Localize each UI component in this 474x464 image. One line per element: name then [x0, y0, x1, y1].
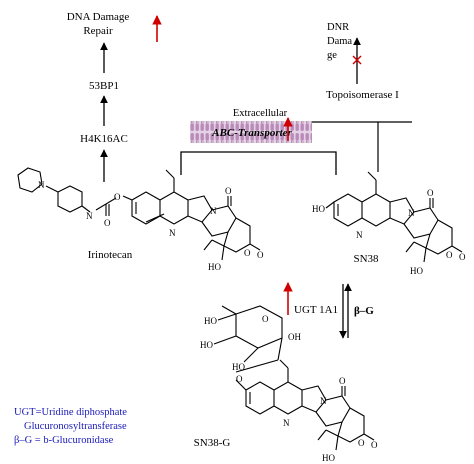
- svg-text:N: N: [283, 418, 290, 428]
- svg-text:N: N: [38, 180, 45, 190]
- ugt-label: UGT 1A1: [294, 304, 338, 316]
- svg-text:N: N: [408, 208, 415, 218]
- svg-text:O: O: [427, 188, 434, 198]
- svg-text:N: N: [320, 396, 327, 406]
- svg-text:O: O: [339, 376, 346, 386]
- extracellular-label: Extracellular: [233, 108, 288, 119]
- svg-text:HO: HO: [204, 316, 217, 326]
- sn38-structure: HO N N O O O HO: [312, 171, 466, 276]
- svg-text:O: O: [244, 248, 251, 258]
- legend-line-beta-g: β–G = b-Glucuronidase: [14, 435, 114, 446]
- dnr-damage-label: DNR Dama ge: [327, 22, 352, 61]
- svg-text:N: N: [86, 211, 93, 221]
- svg-text:HO: HO: [208, 262, 221, 272]
- svg-text:HO: HO: [410, 266, 423, 276]
- dama-text: Dama: [327, 36, 352, 47]
- irinotecan-structure: N N O O N N O O O: [17, 167, 264, 272]
- legend: UGT=Uridine diphosphate Glucuronosyltran…: [14, 407, 127, 446]
- svg-text:N: N: [210, 206, 217, 216]
- ge-text: ge: [327, 50, 337, 61]
- svg-text:O: O: [236, 374, 243, 384]
- svg-text:O: O: [446, 250, 453, 260]
- dna-damage-text: DNA Damage: [67, 11, 130, 23]
- svg-text:N: N: [356, 230, 363, 240]
- svg-text:HO: HO: [200, 340, 213, 350]
- transport-bracket: [180, 151, 337, 175]
- repair-text: Repair: [83, 25, 113, 37]
- svg-text:HO: HO: [312, 204, 325, 214]
- svg-text:OH: OH: [288, 332, 301, 342]
- svg-text:O: O: [257, 250, 264, 260]
- svg-text:O: O: [371, 440, 378, 450]
- sn38g-label: SN38-G: [194, 437, 231, 449]
- irinotecan-label: Irinotecan: [88, 249, 133, 261]
- dnr-text: DNR: [327, 22, 349, 33]
- topoisomerase-label: Topoisomerase I: [326, 89, 399, 101]
- beta-g-label: β–G: [354, 305, 374, 317]
- sn38-label: SN38: [353, 253, 379, 265]
- svg-text:O: O: [225, 186, 232, 196]
- sn38g-structure: O HO HO HO OH O N N O O O HO: [200, 305, 378, 463]
- svg-text:HO: HO: [232, 362, 245, 372]
- abc-transporter-label: ABC-Transporter: [211, 127, 292, 139]
- h4k16ac-label: H4K16AC: [80, 133, 128, 145]
- svg-text:O: O: [104, 218, 111, 228]
- svg-text:O: O: [114, 192, 121, 202]
- svg-text:O: O: [262, 314, 269, 324]
- equilibrium-arrows: [339, 283, 352, 339]
- 53bp1-label: 53BP1: [89, 80, 119, 92]
- dna-damage-repair-label: DNA Damage Repair: [67, 11, 130, 37]
- svg-text:HO: HO: [322, 453, 335, 463]
- svg-text:N: N: [169, 228, 176, 238]
- abc-transporter-membrane: [190, 121, 312, 143]
- inhibit-x-icon: [352, 55, 362, 65]
- legend-line-ugt: UGT=Uridine diphosphate: [14, 407, 127, 418]
- svg-text:O: O: [459, 252, 466, 262]
- svg-text:O: O: [358, 438, 365, 448]
- legend-line-glucuronosyl: Glucuronosyltransferase: [24, 421, 127, 432]
